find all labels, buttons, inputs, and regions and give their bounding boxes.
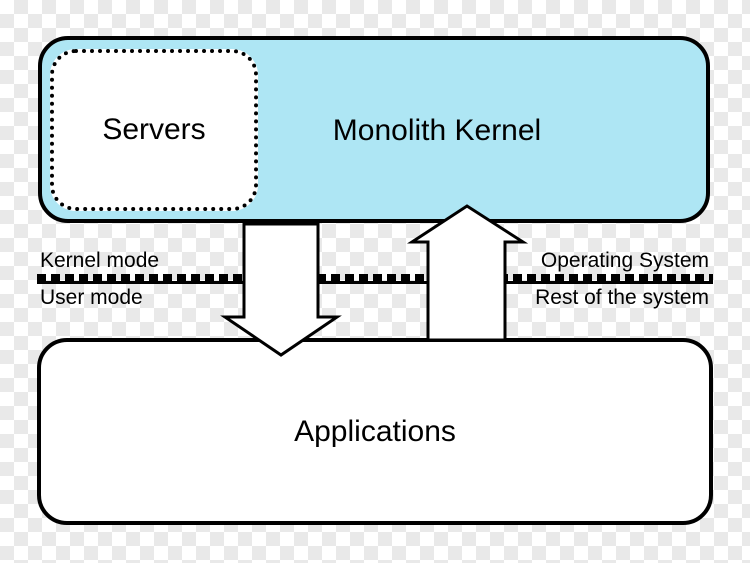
user-mode-label: User mode (40, 286, 143, 309)
applications-label: Applications (294, 414, 456, 448)
operating-system-label: Operating System (540, 249, 709, 272)
boundary-dashed-line (37, 274, 713, 281)
mode-boundary-line (37, 274, 713, 284)
boundary-solid-line (37, 281, 713, 284)
servers-label: Servers (102, 113, 206, 146)
applications-box: Applications (37, 338, 713, 525)
up-arrow-icon (406, 204, 529, 342)
kernel-mode-label: Kernel mode (40, 249, 160, 272)
rest-of-system-label: Rest of the system (535, 286, 709, 309)
servers-box: Servers (50, 49, 258, 211)
down-arrow-icon (220, 222, 342, 357)
monolith-kernel-label: Monolith Kernel (332, 114, 542, 147)
